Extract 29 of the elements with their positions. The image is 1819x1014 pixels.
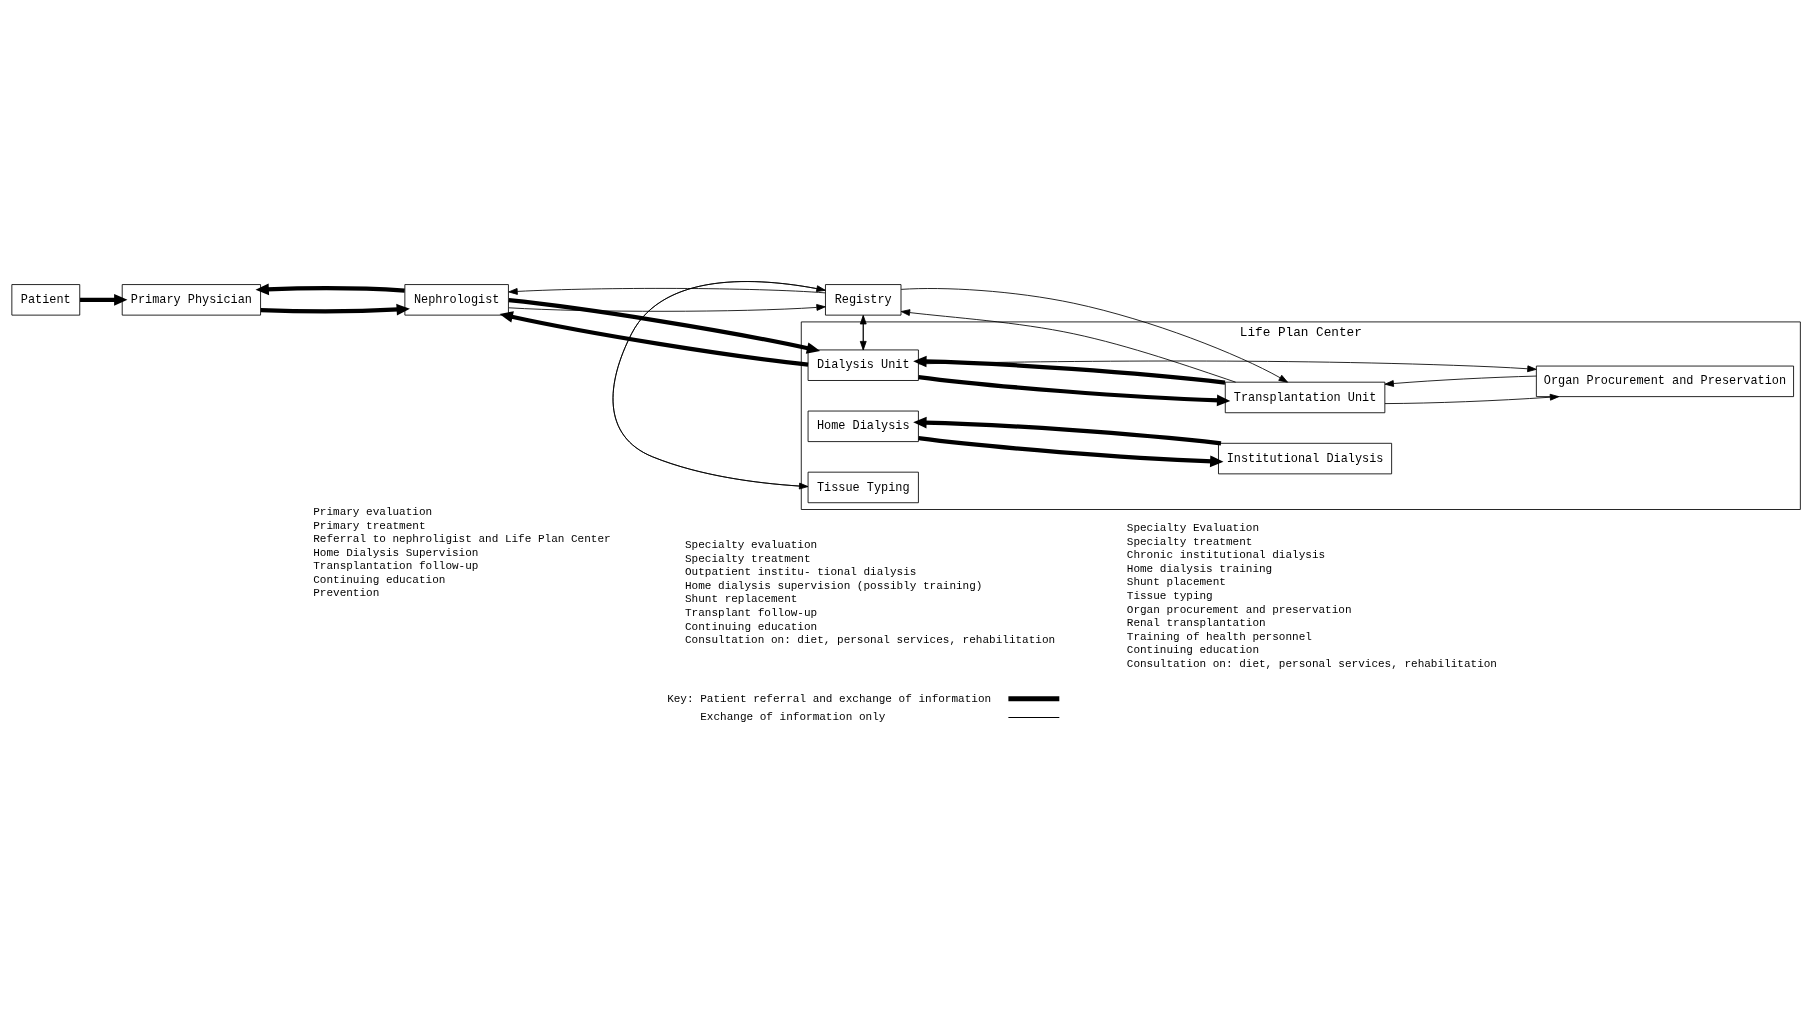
node-label: Transplantation follow-up: [313, 559, 479, 572]
legend-label: Exchange of information only: [700, 710, 886, 723]
node-label: Continuing education: [313, 573, 446, 586]
node-label: Specialty treatment: [684, 552, 811, 565]
node-label: Consultation on: diet, personal services, rehabilitation: [684, 633, 1056, 646]
label: Key:: [667, 692, 694, 705]
node-label: Organ procurement and preservation: [1126, 603, 1352, 616]
node-label: Specialty treatment: [1126, 535, 1253, 548]
node-label: Chronic institutional dialysis: [1126, 548, 1326, 561]
node-label: Transplant follow-up: [684, 606, 818, 619]
node-label: Specialty Evaluation: [1126, 521, 1260, 534]
node-label: Tissue typing: [1126, 589, 1213, 602]
node-label: Outpatient institu- tional dialysis: [684, 565, 917, 578]
node-label: Training of health personnel: [1126, 630, 1312, 643]
node-label: Shunt placement: [1126, 575, 1226, 588]
node-label: Prevention: [313, 586, 380, 599]
node-label: Home Dialysis Supervision: [313, 546, 479, 559]
node-label: Referral to nephroligist and Life Plan Center: [313, 532, 611, 545]
node-label: Home dialysis training: [1126, 562, 1273, 575]
node-label: Primary treatment: [313, 519, 426, 532]
node-label: Specialty evaluation: [684, 538, 818, 551]
node-label: Continuing education: [684, 620, 818, 633]
node-label: Home dialysis supervision (possibly training): [684, 579, 983, 592]
node-label: Continuing education: [1126, 643, 1260, 656]
node-label: Renal transplantation: [1126, 616, 1266, 629]
node-label: Primary evaluation: [313, 505, 433, 518]
node-label: Shunt replacement: [684, 592, 798, 605]
node-label: Consultation on: diet, personal services, rehabilitation: [1126, 657, 1497, 670]
legend-label: Patient referral and exchange of information: [700, 692, 992, 705]
